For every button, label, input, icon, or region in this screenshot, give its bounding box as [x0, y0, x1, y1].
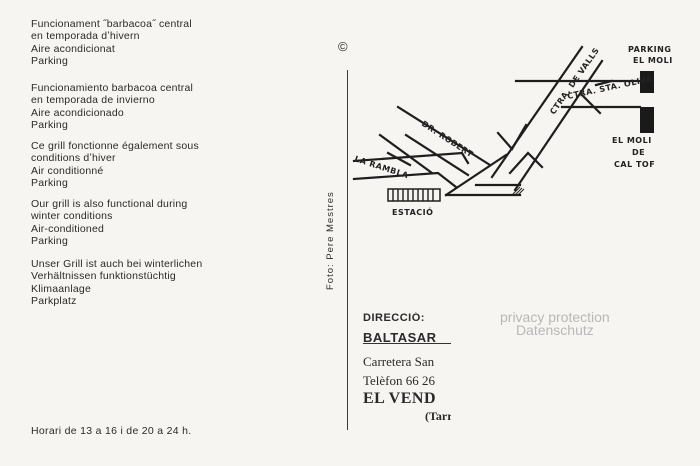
road-base: [444, 153, 522, 197]
address-divider: [363, 343, 451, 344]
watermark-line: Datenschutz: [515, 322, 594, 338]
text-line: Aire acondicionat: [31, 42, 115, 55]
road-branch: [580, 79, 614, 115]
text-line: winter conditions: [31, 210, 113, 223]
text-line: conditions dʼhiver: [31, 152, 116, 165]
text-line: Parkplatz: [31, 295, 77, 308]
parking-marker: [640, 71, 654, 93]
description-block-german: Unser Grill ist auch bei winterlichen Ve…: [31, 258, 202, 308]
description-block-catalan: Funcionament ˝barbacoa˝ central en tempo…: [31, 18, 192, 68]
address-block: DIRECCIÓ: BALTASAR Carretera San Telèfon…: [363, 312, 451, 432]
parking-label: PARKING: [628, 45, 671, 54]
text-line: Parking: [31, 235, 69, 248]
road-la-rambla: [352, 151, 522, 197]
text-line: Klimaanlage: [31, 282, 91, 295]
center-divider: [347, 70, 348, 430]
text-line: Parking: [31, 55, 69, 68]
text-line: Funcionament ˝barbacoa˝ central: [31, 18, 192, 30]
text-line: Parking: [31, 119, 69, 132]
address-province: (Tarr: [425, 409, 451, 423]
watermark-line: privacy protection: [500, 309, 610, 325]
destination-label: CAL TOF: [614, 160, 655, 169]
text-line: Parking: [31, 177, 69, 190]
text-line: Air conditionné: [31, 164, 104, 177]
destination-label: EL MOLI: [612, 136, 652, 145]
address-name: BALTASAR: [363, 330, 437, 345]
road-ctra-oliva: [514, 79, 642, 109]
hatch-area: [511, 186, 525, 196]
description-block-spanish: Funcionamiento barbacoa central en tempo…: [31, 82, 193, 132]
text-line: en temporada dʼhivern: [31, 30, 140, 43]
text-line: Aire acondicionado: [31, 106, 124, 119]
opening-hours: Horari de 13 a 16 i de 20 a 24 h.: [31, 425, 192, 437]
restaurant-marker: [640, 107, 654, 133]
description-block-french: Ce grill fonctionne également sous condi…: [31, 140, 199, 190]
text-line: Verhältnissen funktionstüchtig: [31, 270, 176, 283]
station-building: [387, 188, 441, 202]
destination-label: DE: [632, 148, 645, 157]
address-heading: DIRECCIÓ:: [363, 312, 425, 324]
parking-label: EL MOLI: [633, 56, 673, 65]
address-town: EL VEND: [363, 390, 437, 407]
text-line: en temporada de invierno: [31, 94, 155, 107]
road-junction: [496, 123, 544, 175]
address-street: Carretera San: [363, 354, 435, 369]
text-line: Our grill is also functional during: [31, 198, 188, 210]
text-line: Air-conditioned: [31, 222, 105, 235]
photo-credit: Foto: Pere Mestres: [325, 191, 336, 290]
station-label: ESTACIÓ: [392, 206, 433, 217]
text-line: Funcionamiento barbacoa central: [31, 82, 194, 94]
text-line: Unser Grill ist auch bei winterlichen: [31, 258, 203, 270]
address-phone: Telèfon 66 26: [363, 373, 436, 388]
copyright-symbol: ©: [338, 39, 348, 54]
description-block-english: Our grill is also functional during wint…: [31, 198, 187, 248]
text-line: Ce grill fonctionne également sous: [31, 140, 199, 152]
location-map: PARKING EL MOLI CTRA. DE VALLS CTRA. STA…: [352, 45, 673, 217]
block-top-left: [378, 133, 434, 175]
privacy-watermark: privacy protection Datenschutz: [500, 309, 610, 338]
